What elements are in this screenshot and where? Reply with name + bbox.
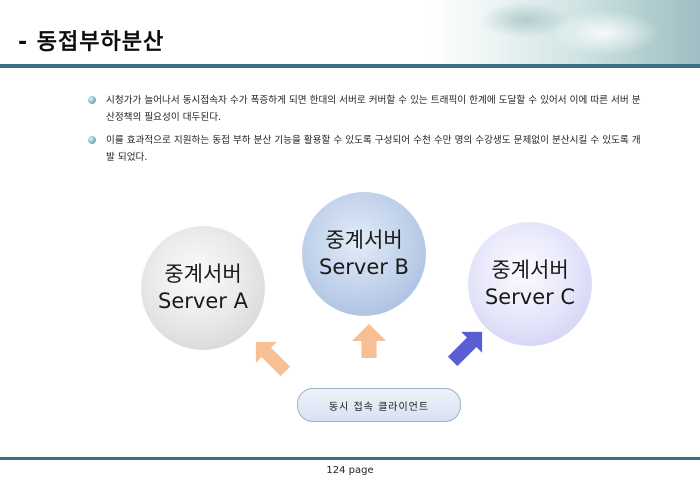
server-c-title: 중계서버 bbox=[491, 258, 569, 282]
arrow-to-server-a-icon bbox=[255, 341, 291, 377]
page-number: 124 page bbox=[326, 465, 374, 476]
header-photo-highlight bbox=[550, 10, 660, 56]
client-box: 동시 접속 클라이언트 bbox=[297, 388, 461, 422]
slide-header: - 동접부하분산 bbox=[0, 0, 700, 66]
arrow-to-server-c-icon bbox=[447, 331, 483, 367]
bullet-item: 시청가가 늘어나서 동시접속자 수가 폭증하게 되면 한대의 서버로 커버할 수… bbox=[86, 92, 646, 126]
server-a-title: 중계서버 bbox=[164, 262, 242, 286]
bullet-text: 이를 효과적으로 지원하는 동접 부하 분산 기능을 활용할 수 있도록 구성되… bbox=[106, 135, 641, 163]
header-photo bbox=[430, 0, 700, 66]
server-c-name: Server C bbox=[484, 285, 576, 309]
bullet-text: 시청가가 늘어나서 동시접속자 수가 폭증하게 되면 한대의 서버로 커버할 수… bbox=[106, 95, 641, 123]
bullet-dot-icon bbox=[88, 136, 96, 144]
bullet-list: 시청가가 늘어나서 동시접속자 수가 폭증하게 되면 한대의 서버로 커버할 수… bbox=[86, 92, 646, 172]
client-label: 동시 접속 클라이언트 bbox=[328, 401, 430, 413]
header-divider bbox=[0, 64, 700, 68]
slide-title: - 동접부하분산 bbox=[18, 30, 165, 55]
server-a-name: Server A bbox=[158, 289, 248, 313]
footer-divider bbox=[0, 457, 700, 460]
bullet-item: 이를 효과적으로 지원하는 동접 부하 분산 기능을 활용할 수 있도록 구성되… bbox=[86, 132, 646, 166]
server-b-circle: 중계서버 Server B bbox=[302, 192, 426, 316]
server-b-name: Server B bbox=[319, 255, 409, 279]
server-c-circle: 중계서버 Server C bbox=[468, 222, 592, 346]
arrow-to-server-b-icon bbox=[351, 323, 387, 359]
server-a-circle: 중계서버 Server A bbox=[141, 226, 265, 350]
bullet-dot-icon bbox=[88, 96, 96, 104]
server-b-title: 중계서버 bbox=[325, 228, 403, 252]
